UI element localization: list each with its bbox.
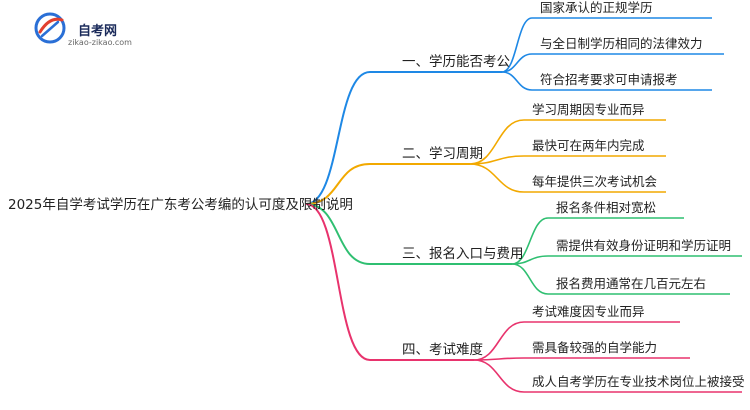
leaf-topic: 国家承认的正规学历 — [540, 0, 653, 15]
leaf-connector — [501, 17, 533, 73]
leaf-connector — [501, 53, 533, 73]
leaf-connector — [473, 359, 525, 393]
leaf-topic: 最快可在两年内完成 — [532, 138, 645, 153]
leaf-topic: 需提供有效身份证明和学历证明 — [556, 238, 731, 253]
branch-connector — [305, 203, 371, 361]
leaf-topic: 符合招考要求可申请报考 — [540, 72, 678, 87]
logo-url: zikao-zikao.com — [68, 38, 132, 47]
leaf-topic: 考试难度因专业而异 — [532, 304, 645, 319]
leaf-connector — [469, 163, 525, 193]
leaf-connector — [469, 119, 525, 165]
leaf-topic: 成人自考学历在专业技术岗位上被接受 — [532, 374, 745, 389]
leaf-connector — [511, 217, 549, 265]
leaf-topic: 学习周期因专业而异 — [532, 102, 645, 117]
site-logo[interactable]: 自考网 zikao-zikao.com — [28, 8, 148, 52]
branch-topic: 一、学历能否考公 — [402, 54, 510, 70]
leaf-topic: 报名条件相对宽松 — [556, 200, 656, 215]
leaf-connector — [511, 263, 549, 295]
branch-topic: 三、报名入口与费用 — [402, 246, 524, 262]
root-topic: 2025年自学考试学历在广东考公考编的认可度及限制说明 — [8, 197, 353, 213]
branch-topic: 四、考试难度 — [402, 342, 483, 358]
leaf-topic: 需具备较强的自学能力 — [532, 340, 657, 355]
leaf-topic: 与全日制学历相同的法律效力 — [540, 36, 703, 51]
branch-connector — [305, 163, 371, 205]
leaf-connector — [473, 321, 525, 361]
logo-mark-icon — [34, 12, 66, 44]
branch-topic: 二、学习周期 — [402, 146, 483, 162]
branch-connector — [305, 71, 371, 205]
logo-name: 自考网 — [78, 24, 118, 39]
leaf-topic: 每年提供三次考试机会 — [532, 174, 658, 189]
branch-connector — [305, 203, 371, 265]
leaf-connector — [501, 71, 533, 91]
leaf-topic: 报名费用通常在几百元左右 — [556, 276, 706, 291]
